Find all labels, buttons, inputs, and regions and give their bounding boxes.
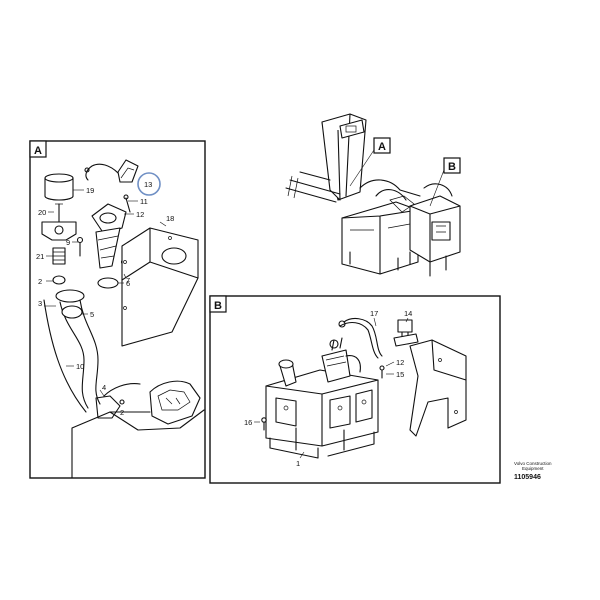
overview-tag-a: [373, 137, 391, 154]
overview-tags: A B: [349, 137, 461, 207]
small-clamp-part: [52, 275, 66, 285]
callouts-panel-b: 17 14 12 15 16 1: [244, 309, 412, 468]
callouts-panel-a: 19 13 11 20 12 18 9 21 7 2 6 3 5 10 4 2: [36, 180, 174, 417]
mounting-bracket-part: [41, 203, 77, 241]
panel-a-label: A: [34, 145, 42, 157]
fill-hose-part: [59, 299, 101, 409]
screws-b-part: [261, 365, 385, 431]
panel-a-frame: [29, 140, 206, 479]
cover-plate-part: [121, 227, 199, 347]
callout-20: 20: [38, 208, 46, 217]
callout-14: 14: [404, 309, 412, 318]
adapter-fitting-part: [52, 247, 66, 265]
callout-19: 19: [86, 186, 94, 195]
callout-12-b: 12: [396, 358, 404, 367]
footer-brand-line2: Equipment: [522, 466, 544, 471]
mounting-bracket-b-part: [409, 339, 467, 437]
callout-4: 4: [102, 383, 106, 392]
callout-9: 9: [66, 238, 70, 247]
filter-cylinder-part: [44, 173, 74, 201]
tank-section-a: [71, 380, 205, 479]
hydraulic-tank-part: [265, 337, 379, 459]
sensor-14-part: [393, 319, 419, 347]
overview-tag-a-label: A: [378, 141, 386, 153]
drawing-number: 1105946: [514, 474, 541, 481]
filler-cap-part: [84, 159, 139, 183]
callout-5: 5: [90, 310, 94, 319]
callout-6: 6: [126, 279, 130, 288]
panel-b-tag: [209, 295, 227, 313]
lower-hose-part: [43, 299, 87, 413]
highlight-circle: [137, 172, 161, 196]
overview-tag-b: [443, 157, 461, 174]
callout-13: 13: [144, 180, 152, 189]
screw-9-part: [76, 236, 84, 257]
callout-7: 7: [126, 276, 130, 285]
footer-brand-line1: Volvo Construction: [514, 461, 552, 466]
callout-2-top: 2: [38, 277, 42, 286]
panel-a-tag: [29, 140, 47, 158]
panel-b-frame: [209, 295, 501, 484]
callout-17: 17: [370, 309, 378, 318]
overview-assembly: [285, 113, 461, 277]
hose-17-part: [338, 317, 383, 359]
callout-1: 1: [296, 459, 300, 468]
clamp-3-part: [55, 289, 85, 303]
callout-11: 11: [140, 197, 148, 206]
overview-tag-b-label: B: [448, 161, 456, 173]
callout-16: 16: [244, 418, 252, 427]
panel-b-label: B: [214, 300, 222, 312]
callout-21: 21: [36, 252, 44, 261]
callout-12: 12: [136, 210, 144, 219]
callout-2-bottom: 2: [120, 408, 124, 417]
callout-10: 10: [76, 362, 84, 371]
filler-neck-part: [91, 194, 131, 269]
hose-clamp-part: [97, 277, 119, 289]
callout-3: 3: [38, 299, 42, 308]
callout-18: 18: [166, 214, 174, 223]
callout-15: 15: [396, 370, 404, 379]
